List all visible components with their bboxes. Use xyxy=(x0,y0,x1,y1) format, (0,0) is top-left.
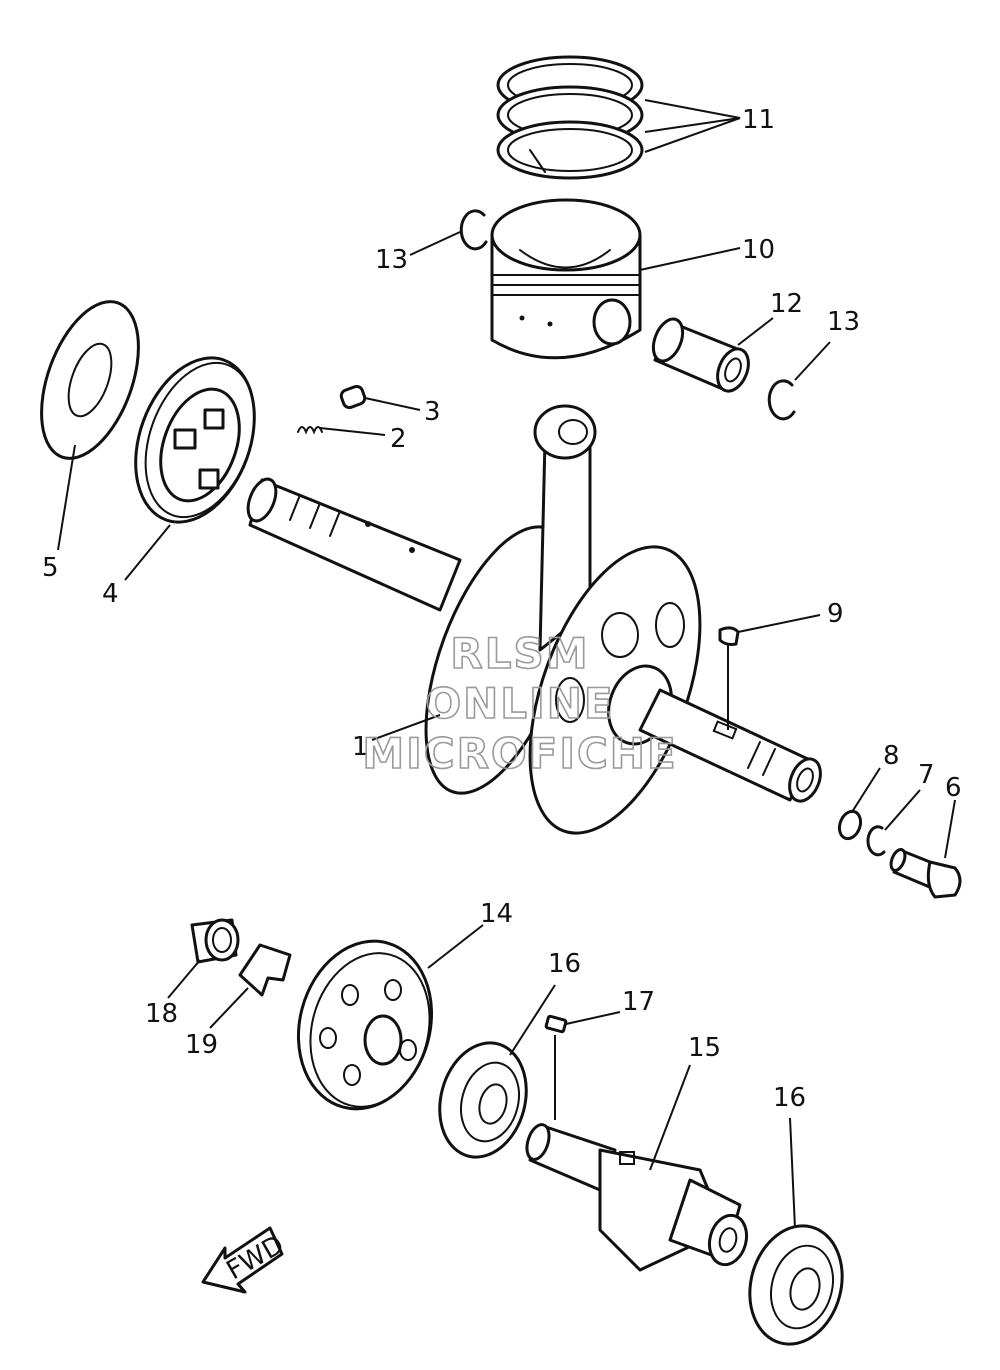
callout-15: 15 xyxy=(688,1033,721,1063)
callout-5: 5 xyxy=(42,553,59,583)
nut xyxy=(190,918,240,964)
bearing-upper xyxy=(438,1041,528,1159)
callout-2: 2 xyxy=(390,424,407,454)
callout-16-upper: 16 xyxy=(548,949,581,979)
callout-1: 1 xyxy=(352,732,369,762)
watermark-line-3: MICROFICHE xyxy=(362,729,677,778)
lock-plate xyxy=(238,943,292,997)
callout-18: 18 xyxy=(145,999,178,1029)
bolt xyxy=(889,848,962,899)
watermark-line-1: RLSM xyxy=(450,629,589,678)
callout-17: 17 xyxy=(622,987,655,1017)
callout-12: 12 xyxy=(770,289,803,319)
callout-11: 11 xyxy=(742,105,775,135)
callout-16-lower: 16 xyxy=(773,1083,806,1113)
balancer-gear xyxy=(296,939,434,1111)
piston-rings xyxy=(496,55,644,180)
crankshaft xyxy=(246,404,822,835)
spring xyxy=(297,426,323,435)
callout-13-lower: 13 xyxy=(827,307,860,337)
leader-lines xyxy=(57,99,956,1229)
piston-pin xyxy=(651,317,750,393)
callout-9: 9 xyxy=(827,599,844,629)
piston xyxy=(490,198,642,360)
watermark-line-2: ONLINE xyxy=(425,679,614,728)
lock-washer xyxy=(866,825,886,857)
callout-10: 10 xyxy=(742,235,775,265)
callout-4: 4 xyxy=(102,579,119,609)
callout-3: 3 xyxy=(424,397,441,427)
callout-14: 14 xyxy=(480,899,513,929)
callout-6: 6 xyxy=(945,773,962,803)
callout-13-upper: 13 xyxy=(375,245,408,275)
plain-washer xyxy=(837,809,863,841)
callout-8: 8 xyxy=(883,741,900,771)
balancer-key xyxy=(544,1014,568,1034)
pin xyxy=(339,384,367,410)
washer xyxy=(40,300,140,460)
callout-19: 19 xyxy=(185,1030,218,1060)
bearing-lower xyxy=(748,1224,844,1346)
callout-7: 7 xyxy=(918,760,935,790)
watermark: RLSM ONLINE MICROFICHE xyxy=(362,628,677,779)
circlip-upper xyxy=(459,209,488,251)
callout-labels: 1 2 3 4 5 6 7 8 9 10 11 12 13 13 14 15 1… xyxy=(42,105,962,1113)
balancer-shaft xyxy=(525,1123,749,1272)
drive-gear xyxy=(134,356,256,524)
circlip-lower xyxy=(767,379,796,421)
woodruff-key xyxy=(718,626,740,646)
fwd-arrow: FWD xyxy=(201,1226,289,1294)
